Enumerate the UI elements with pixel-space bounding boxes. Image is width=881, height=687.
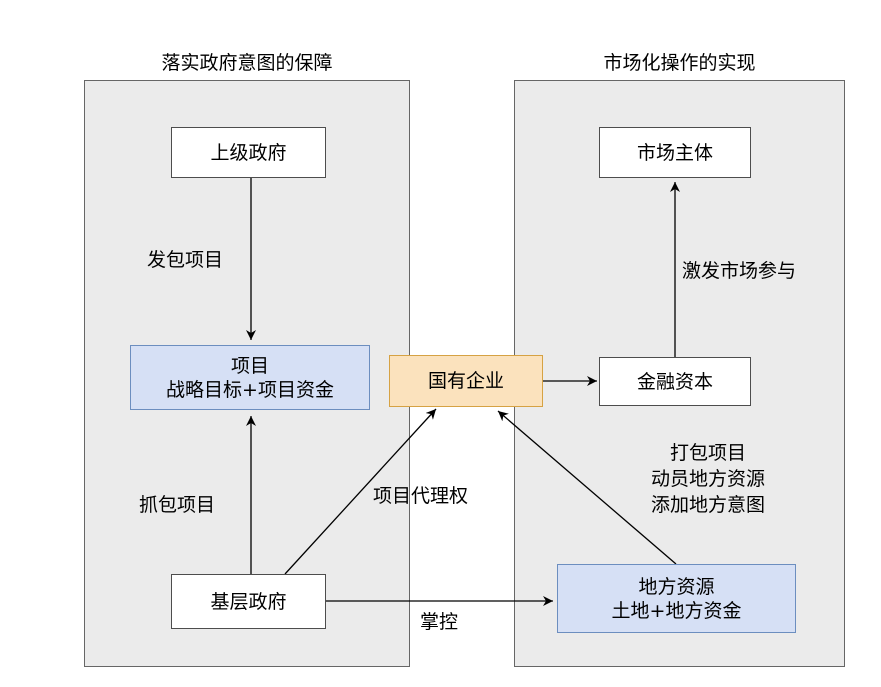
package-line-2: 动员地方资源 (650, 468, 765, 490)
soe-label: 国有企业 (427, 370, 504, 392)
soe-node: 国有企业 (389, 355, 543, 407)
contract-project-label: 发包项目 (147, 249, 224, 271)
grab-project-label: 抓包项目 (139, 494, 216, 516)
arrow-grassroots-to-soe (284, 408, 437, 575)
grassroots-government-node: 基层政府 (171, 574, 326, 629)
superior-government-node: 上级政府 (171, 127, 326, 178)
market-entity-label: 市场主体 (636, 141, 713, 164)
project-title: 项目 (230, 354, 269, 377)
local-resources-node: 地方资源 土地+地方资金 (557, 564, 796, 633)
project-node: 项目 战略目标+项目资金 (130, 345, 370, 410)
financial-capital-label: 金融资本 (636, 370, 713, 393)
project-subtitle: 战略目标+项目资金 (166, 378, 334, 401)
control-label: 掌控 (420, 611, 459, 633)
local-resources-subtitle: 土地+地方资金 (611, 599, 742, 622)
package-line-1: 打包项目 (669, 442, 746, 464)
arrow-resources-to-soe (497, 410, 677, 565)
local-resources-title: 地方资源 (638, 575, 715, 598)
grassroots-government-label: 基层政府 (210, 590, 287, 613)
stimulate-market-label: 激发市场参与 (682, 260, 797, 282)
superior-government-label: 上级政府 (210, 141, 287, 164)
package-project-label: 打包项目 动员地方资源 添加地方意图 (628, 440, 788, 518)
market-entity-node: 市场主体 (599, 127, 751, 178)
project-agency-label: 项目代理权 (373, 485, 469, 507)
package-line-3: 添加地方意图 (650, 494, 765, 516)
financial-capital-node: 金融资本 (599, 357, 751, 406)
right-panel-title: 市场化操作的实现 (603, 52, 756, 74)
left-panel-title: 落实政府意图的保障 (161, 52, 333, 74)
